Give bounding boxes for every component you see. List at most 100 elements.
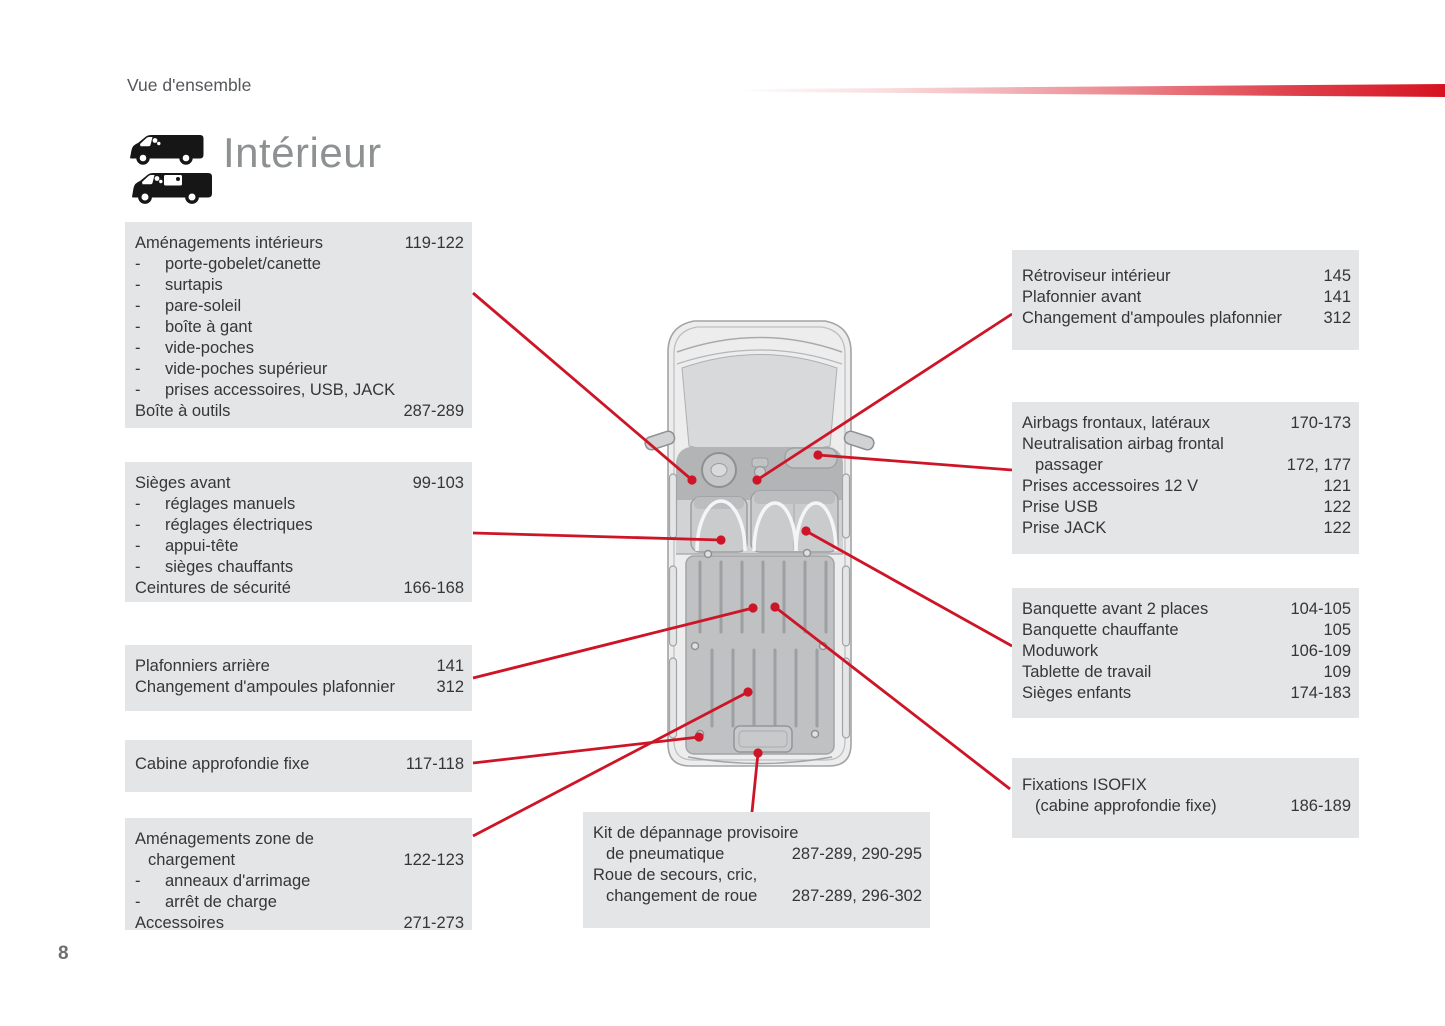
entry-row: -sièges chauffants — [135, 558, 294, 576]
rear-bumper — [687, 756, 833, 765]
van-inner-outline — [673, 326, 846, 761]
entry-row: Fixations ISOFIX — [1022, 776, 1147, 794]
callout-dots — [687, 450, 823, 758]
entry-row: -réglages électriques — [135, 516, 313, 534]
van-silhouette-top — [130, 135, 204, 165]
entry-row: -porte-gobelet/canette — [135, 255, 321, 273]
gear-knob — [753, 465, 767, 479]
chapter-vans-icon — [130, 135, 212, 204]
callout-line-plafonniers-arriere — [472, 606, 754, 680]
bench-seat-back — [754, 491, 835, 504]
van-body — [644, 320, 875, 767]
windshield-glass — [681, 354, 838, 455]
header-accent-bar — [735, 84, 1445, 97]
seat-arc-driver — [695, 499, 747, 552]
right-mirror — [843, 430, 875, 451]
entry-row: -prises accessoires, USB, JACK — [135, 381, 396, 399]
cargo-floor-ribs-rear — [710, 648, 819, 728]
callout-box-isofix: Fixations ISOFIX (cabine approfondie fix… — [1012, 758, 1359, 838]
left-mirror — [644, 430, 676, 451]
entry-row: Kit de dépannage provisoire — [593, 824, 799, 842]
callout-line-retroviseur — [756, 312, 1013, 482]
entry-row: -appui-tête — [135, 537, 239, 555]
entry-row: Neutralisation airbag frontal — [1022, 435, 1224, 453]
entry-row: -pare-soleil — [135, 297, 242, 315]
callout-line-airbags — [817, 453, 1013, 472]
van-silhouette-bottom — [132, 173, 212, 204]
callout-line-cabine — [472, 735, 700, 765]
passenger-dash-tray — [784, 447, 838, 469]
page-number: 8 — [58, 943, 69, 964]
entry-row: -arrêt de charge — [135, 893, 277, 911]
entry-row: -boîte à gant — [135, 318, 253, 336]
rear-step-inner — [738, 730, 788, 748]
cargo-floor-ribs-front — [698, 560, 828, 634]
entry-row: -réglages manuels — [135, 495, 296, 513]
cargo-floor-panel — [685, 555, 835, 755]
callout-line-banquette — [805, 529, 1013, 648]
seat-arc-right — [794, 501, 838, 552]
cab-floor — [676, 500, 843, 554]
rear-step — [733, 725, 793, 753]
entry-row: -vide-poches supérieur — [135, 360, 328, 378]
entry-row: Aménagements zone de — [135, 830, 314, 848]
windshield-header-arc2 — [676, 349, 843, 365]
lashing-eyelets — [690, 548, 828, 739]
callout-lines — [472, 291, 1013, 838]
entry-row: -vide-poches — [135, 339, 254, 357]
center-console — [751, 457, 769, 468]
dashboard — [676, 447, 843, 500]
steering-wheel — [701, 452, 737, 488]
side-door-rails — [668, 473, 851, 739]
windshield-header-arc — [676, 336, 843, 353]
callout-line-isofix — [774, 605, 1011, 791]
entry-row: -anneaux d'arrimage — [135, 872, 311, 890]
seat-arc-middle — [752, 501, 798, 552]
callout-box-kit-depannage: Kit de dépannage provisoire de pneumatiq… — [583, 812, 930, 928]
driver-seat-back — [694, 497, 744, 509]
entry-row: (cabine approfondie fixe)186-189 — [1035, 797, 1351, 815]
callout-line-amenagements — [472, 291, 693, 482]
chapter-title: Intérieur — [223, 129, 382, 176]
section-header: Vue d'ensemble — [127, 75, 252, 95]
front-bench-seat — [750, 490, 839, 553]
entry-row: Roue de secours, cric, — [593, 866, 758, 884]
van-outer-body — [667, 320, 852, 767]
steering-hub — [710, 463, 728, 477]
entry-row: -surtapis — [135, 276, 223, 294]
driver-seat — [690, 496, 748, 553]
callout-line-sieges — [472, 531, 722, 542]
